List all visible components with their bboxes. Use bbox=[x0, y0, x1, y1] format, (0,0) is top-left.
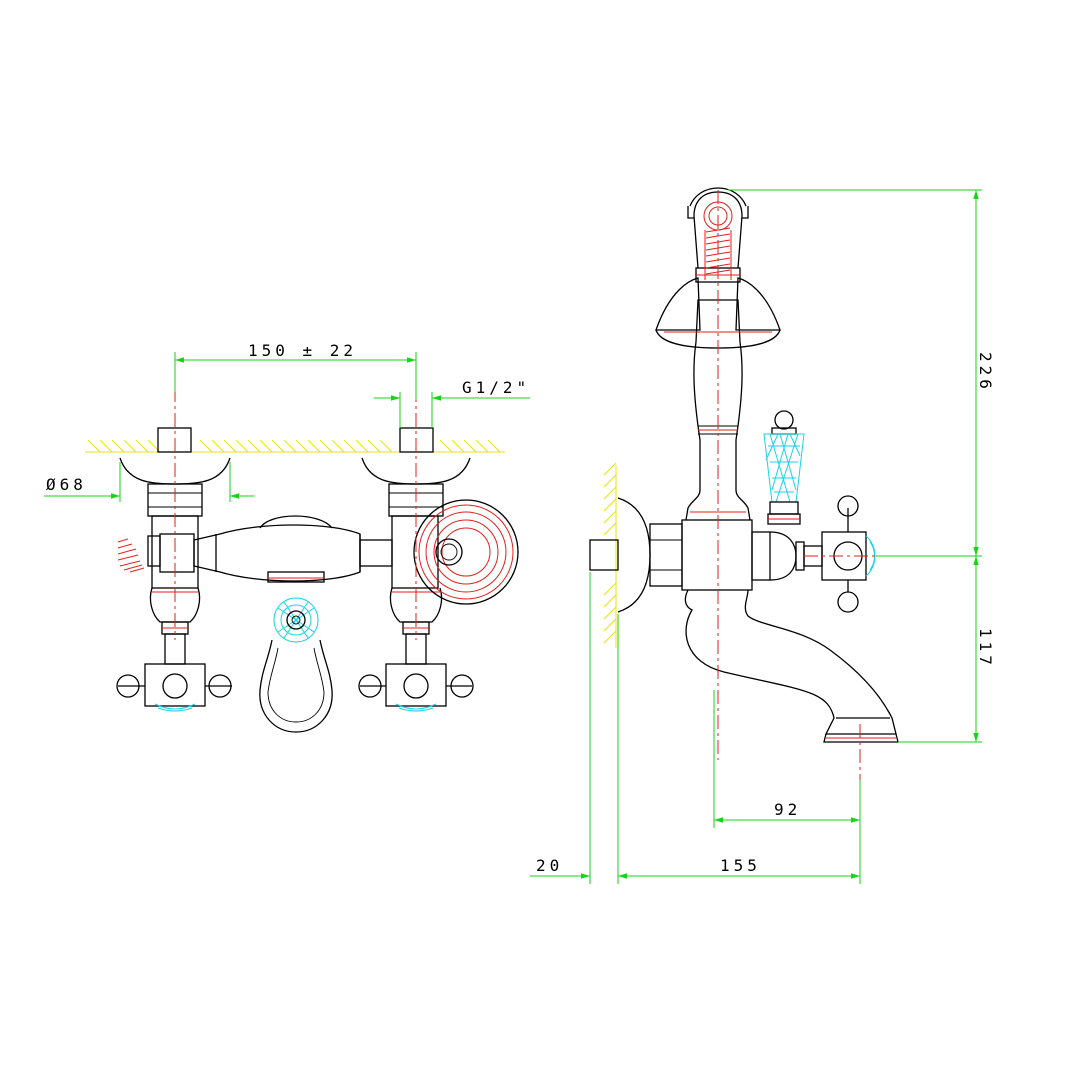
dimension-spout-height: 117 bbox=[898, 556, 995, 743]
bath-spout bbox=[684, 589, 899, 743]
right-cross-handle bbox=[358, 663, 474, 712]
dimension-total-height: 226 bbox=[728, 189, 995, 557]
dim-thread-label: G1/2" bbox=[462, 378, 530, 397]
left-cross-handle bbox=[116, 663, 232, 712]
dim-spout-height-label: 117 bbox=[976, 628, 995, 669]
dimension-diameter: Ø68 bbox=[44, 462, 254, 502]
dim-projection-label: 155 bbox=[720, 856, 761, 875]
side-cross-handle bbox=[803, 495, 876, 613]
crystal-lever-handle bbox=[763, 410, 805, 525]
dimension-spacing: 150 ± 22 bbox=[174, 341, 417, 400]
dim-spout-reach-label: 92 bbox=[774, 800, 801, 819]
mixer-body bbox=[159, 515, 393, 583]
diverter-lever bbox=[259, 597, 333, 733]
dim-diameter-label: Ø68 bbox=[46, 475, 87, 494]
dim-total-height-label: 226 bbox=[976, 352, 995, 393]
front-view: 150 ± 22 G1/2" Ø68 bbox=[44, 341, 530, 733]
dimension-projection: 155 bbox=[617, 614, 861, 884]
side-flange bbox=[589, 497, 683, 613]
hose-thread bbox=[117, 535, 161, 573]
shower-outlet-disc bbox=[413, 499, 519, 605]
side-body bbox=[681, 519, 805, 591]
side-view: 226 117 92 20 155 bbox=[530, 187, 995, 884]
dimension-wall: 20 bbox=[530, 572, 591, 884]
dim-spacing-label: 150 ± 22 bbox=[248, 341, 357, 360]
dimension-spout-reach: 92 bbox=[713, 690, 861, 828]
dimension-thread: G1/2" bbox=[374, 378, 530, 428]
wall-hatch-front bbox=[85, 439, 505, 453]
wall-hatch-side bbox=[603, 462, 617, 648]
dim-wall-label: 20 bbox=[536, 856, 563, 875]
